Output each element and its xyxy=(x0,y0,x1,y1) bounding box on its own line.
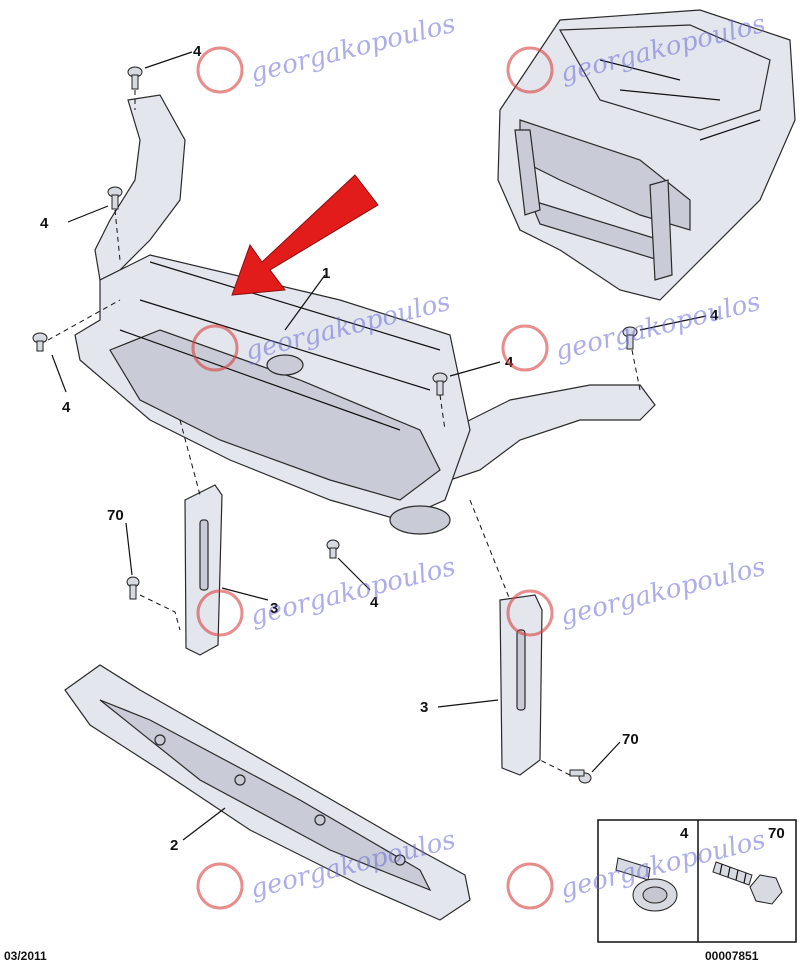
watermark-1: georgakopoulos xyxy=(196,9,458,94)
fastener-legend: 4 70 xyxy=(597,819,797,943)
legend-rivet-4-icon xyxy=(615,857,678,912)
bolt-4-left-lower xyxy=(32,332,48,352)
assembly-lines xyxy=(47,90,641,776)
georgakopoulos-logo-icon xyxy=(191,324,239,372)
georgakopoulos-logo-icon xyxy=(196,589,244,637)
georgakopoulos-logo-icon xyxy=(196,46,244,94)
callout-4-right: 4 xyxy=(710,307,719,324)
part-3-left-bracket xyxy=(184,484,223,656)
vehicle-inset-view xyxy=(497,9,796,301)
bolt-4-middle xyxy=(326,539,340,559)
callout-70-right: 70 xyxy=(622,731,639,748)
part-1-front-panel xyxy=(74,94,656,535)
watermark-5: georgakopoulos xyxy=(196,552,458,637)
watermark-text: georgakopoulos xyxy=(247,552,458,632)
bolt-70-right xyxy=(569,769,592,784)
part-2-lower-crossmember xyxy=(64,664,471,921)
callout-1: 1 xyxy=(322,265,330,282)
bolt-4-top xyxy=(127,66,143,90)
callout-3-right: 3 xyxy=(420,699,428,716)
red-pointer-arrow-icon xyxy=(231,174,379,296)
watermark-text: georgakopoulos xyxy=(557,552,768,632)
footer-date: 03/2011 xyxy=(4,949,47,963)
watermark-4: georgakopoulos xyxy=(501,287,763,372)
watermark-6: georgakopoulos xyxy=(506,552,768,637)
callout-2: 2 xyxy=(170,837,178,854)
callout-3-left: 3 xyxy=(270,600,278,617)
callout-4-left-upper: 4 xyxy=(40,215,49,232)
georgakopoulos-logo-icon xyxy=(196,862,244,910)
bolt-4-left-upper xyxy=(107,186,123,210)
legend-label-70: 70 xyxy=(768,825,785,842)
georgakopoulos-logo-icon xyxy=(506,46,554,94)
watermark-text: georgakopoulos xyxy=(247,9,458,89)
callout-4-middle: 4 xyxy=(370,594,379,611)
bolt-70-left xyxy=(126,576,140,600)
georgakopoulos-logo-icon xyxy=(506,589,554,637)
bolt-4-right xyxy=(622,326,638,350)
footer-reference: 00007851 xyxy=(705,949,759,963)
leader-lines xyxy=(51,51,707,841)
callout-4-top: 4 xyxy=(193,43,202,60)
georgakopoulos-logo-icon xyxy=(506,862,554,910)
part-3-right-bracket xyxy=(499,594,543,776)
georgakopoulos-logo-icon xyxy=(501,324,549,372)
callout-70-left: 70 xyxy=(107,507,124,524)
legend-screw-70-icon xyxy=(712,861,783,905)
legend-label-4: 4 xyxy=(680,825,689,842)
callout-4-left-lower: 4 xyxy=(62,399,71,416)
